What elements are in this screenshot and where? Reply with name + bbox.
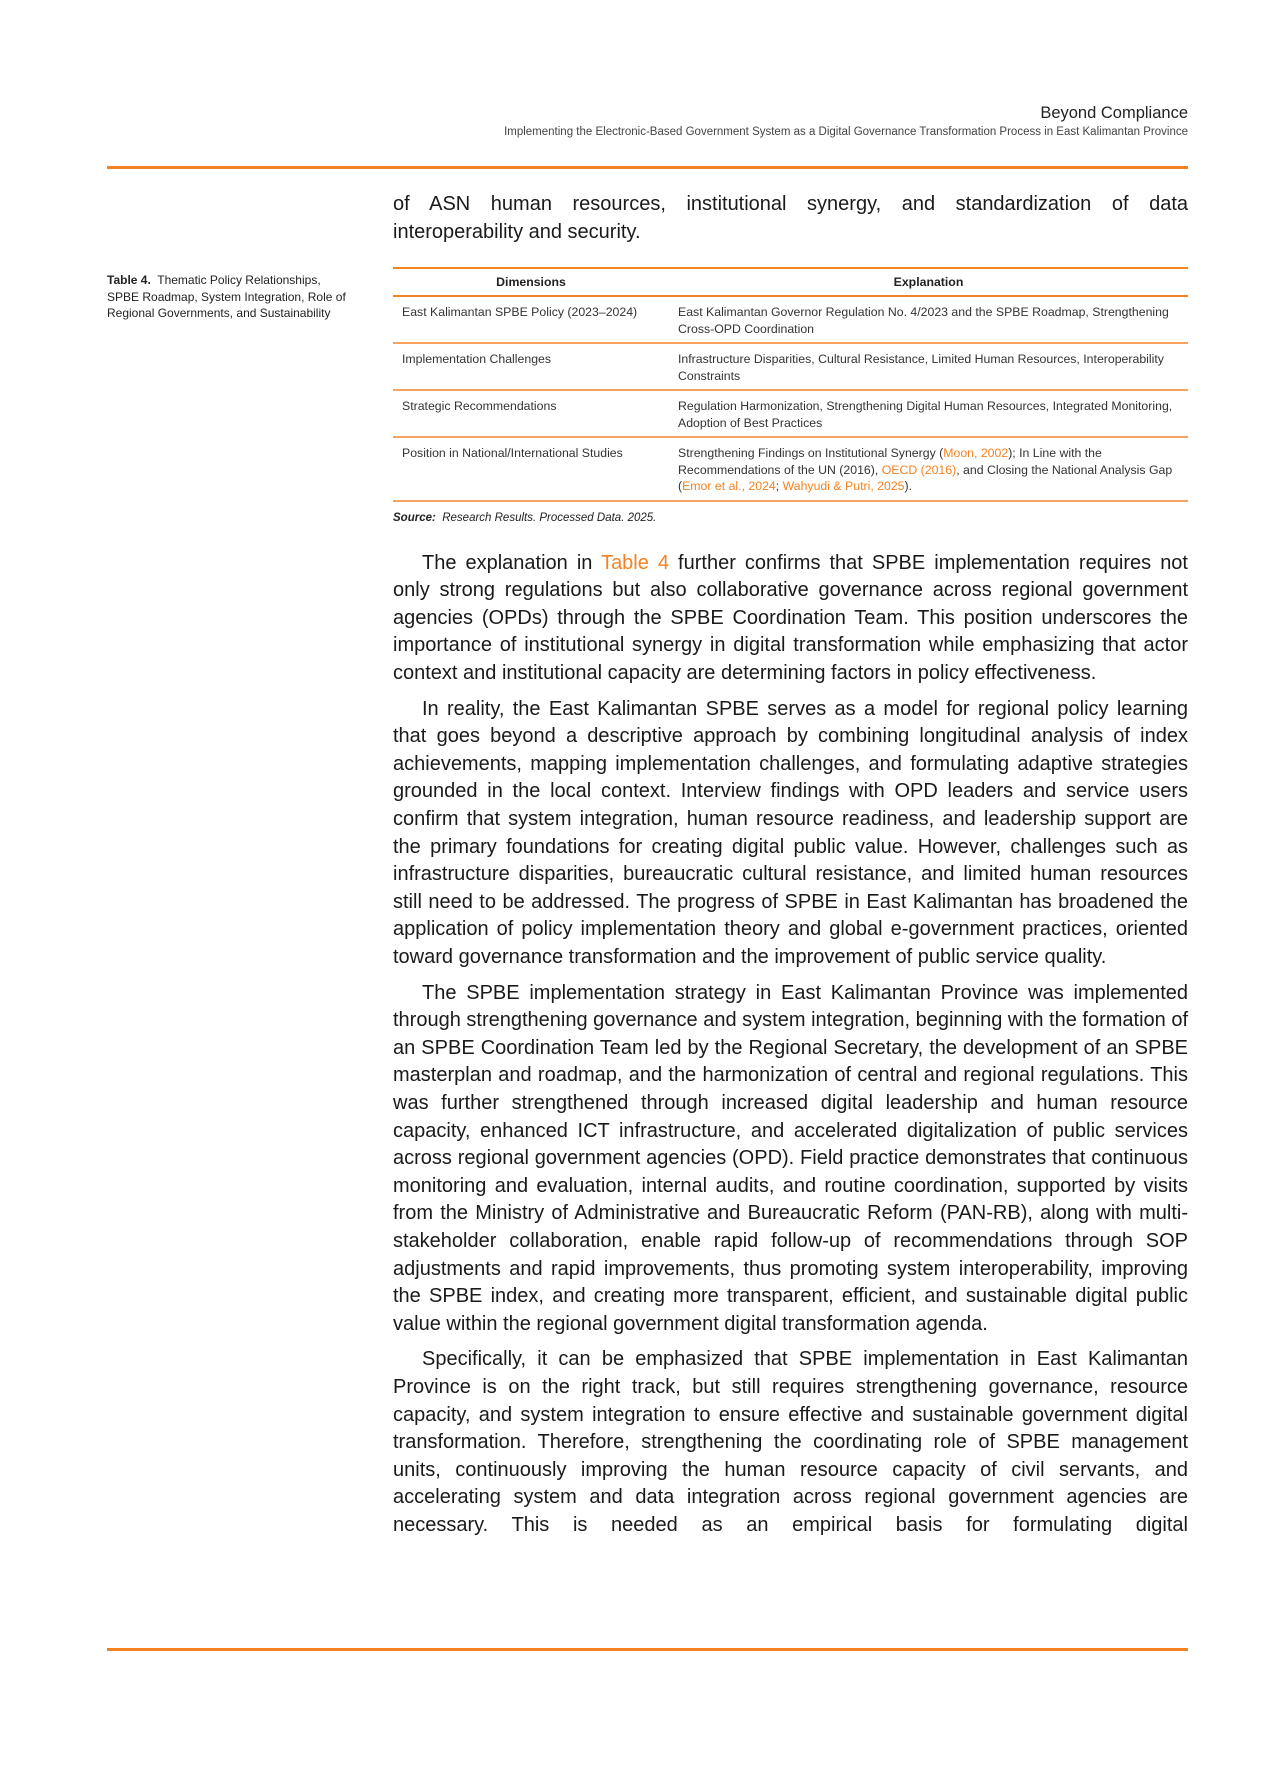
body-paragraph: The explanation in Table 4 further confi… [393,550,1188,688]
footer-rule [107,1648,1188,1651]
text: ); In Line with the Recommendations of t… [678,446,1102,477]
text: , and Closing the National Analysis Gap … [678,462,1173,494]
cell-explanation: Strengthening Findings on Institutional … [669,437,1188,502]
citation-link[interactable]: Moon, 2002 [943,446,1009,461]
cell-explanation: East Kalimantan Governor Regulation No. … [669,296,1188,345]
text: The explanation in [422,551,602,574]
citation-link[interactable]: Wahyudi & Putri, 2025 [782,479,905,494]
text: ; [775,479,783,494]
text: further confirms that SPBE implementatio… [393,551,1188,685]
text: Strengthening Findings on Institutional … [678,446,944,461]
header-subtitle: Implementing the Electronic-Based Govern… [504,126,1188,138]
header-title: Beyond Compliance [1040,104,1188,122]
body-paragraph: In reality, the East Kalimantan SPBE ser… [393,697,1188,968]
table-source: Source: Research Results. Processed Data… [393,512,1188,524]
cell-explanation: Infrastructure Disparities, Cultural Res… [669,343,1188,392]
body-paragraph: Specifically, it can be emphasized that … [393,1348,1188,1536]
body-paragraph: The SPBE implementation strategy in East… [393,981,1188,1335]
main-column: of ASN human resources, institutional sy… [393,191,1188,1547]
running-header: Beyond Compliance Implementing the Elect… [504,104,1188,138]
table-4: Dimensions Explanation East Kalimantan S… [393,267,1188,502]
cell-dimension: Position in National/International Studi… [393,437,669,502]
cell-dimension: Strategic Recommendations [393,390,669,439]
header-rule [107,166,1188,169]
table-4-link[interactable]: Table 4 [601,551,670,574]
col-header-explanation: Explanation [669,267,1188,298]
source-label: Source: [393,511,436,524]
cell-explanation: Regulation Harmonization, Strengthening … [669,390,1188,439]
citation-link[interactable]: OECD (2016) [881,462,957,477]
source-text: Research Results. Processed Data. 2025. [442,511,657,524]
table-row: Position in National/International Studi… [393,437,1188,502]
cell-dimension: East Kalimantan SPBE Policy (2023–2024) [393,296,669,345]
caption-label: Table 4. [107,273,151,287]
intro-paragraph: of ASN human resources, institutional sy… [393,193,1188,243]
table-caption: Table 4. Thematic Policy Relationships, … [107,272,347,322]
citation-link[interactable]: Emor et al., 2024 [682,479,776,494]
table-row: East Kalimantan SPBE Policy (2023–2024)E… [393,296,1188,345]
caption-text: Thematic Policy Relationships, SPBE Road… [107,273,346,320]
col-header-dimensions: Dimensions [393,267,669,298]
cell-dimension: Implementation Challenges [393,343,669,392]
text: ). [904,479,913,494]
